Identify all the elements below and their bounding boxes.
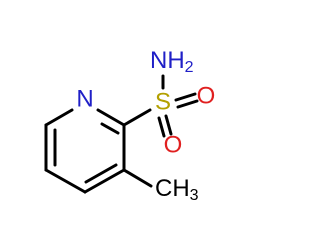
atom-oxygen-down: O xyxy=(164,131,183,158)
bond-s-o-down-b xyxy=(164,114,173,136)
bond-c3-c4 xyxy=(83,168,126,194)
atom-ring-nitrogen: N xyxy=(76,85,93,112)
atom-methyl: CH3 xyxy=(155,175,199,204)
bond-c3-c4-inner xyxy=(84,163,118,184)
bond-c4-c5 xyxy=(44,168,87,194)
bond-c3-ch3 xyxy=(122,168,153,188)
bond-s-o-down-a xyxy=(157,116,166,138)
methyl-subscript: 3 xyxy=(190,187,199,204)
bond-s-o-right-b xyxy=(176,99,199,109)
bond-c6-n xyxy=(44,108,74,127)
atom-sulfur: S xyxy=(155,88,171,115)
bond-s-o-right-a xyxy=(174,92,197,102)
methyl-symbol: CH xyxy=(155,175,190,202)
substituent-bonds xyxy=(122,74,199,188)
atom-amine-nitrogen: NH2 xyxy=(150,47,194,76)
bond-c2-s xyxy=(122,108,152,127)
bond-n-c2 xyxy=(96,108,126,127)
amine-subscript: 2 xyxy=(185,59,194,76)
amine-symbol: NH xyxy=(150,47,185,74)
bond-n-c2-inner xyxy=(100,122,120,135)
atom-oxygen-right: O xyxy=(197,82,216,109)
molecule-structure: N S NH2 O O CH3 xyxy=(44,47,216,204)
ring-bonds xyxy=(44,108,126,194)
